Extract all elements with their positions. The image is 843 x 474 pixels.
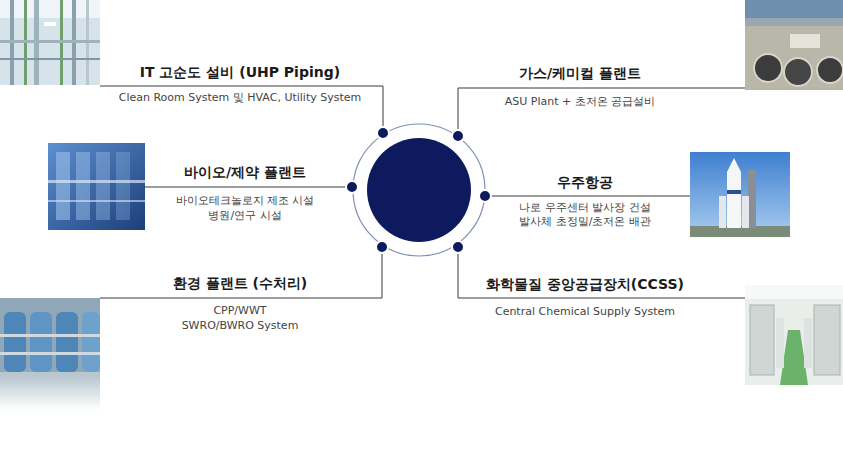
category-detail: ASU Plant + 초저온 공급설비 bbox=[505, 94, 655, 109]
cleanroom-photo bbox=[0, 0, 100, 85]
ccss-photo bbox=[745, 285, 843, 385]
hub-circle bbox=[353, 124, 485, 256]
category-title: 가스/케미컬 플랜트 bbox=[519, 65, 641, 83]
bio-lab-photo bbox=[48, 143, 145, 230]
category-detail: 병원/연구 시설 bbox=[208, 208, 281, 223]
category-detail: 바이오테크놀로지 제조 시설 bbox=[176, 193, 315, 208]
category-title: 우주항공 bbox=[557, 174, 613, 192]
leader-line bbox=[100, 86, 745, 298]
category-detail: 발사체 초정밀/초저온 배관 bbox=[519, 214, 651, 229]
category-detail: Central Chemical Supply System bbox=[495, 305, 675, 318]
category-detail: Clean Room System 및 HVAC, Utility System bbox=[119, 90, 362, 105]
category-title: 화학물질 중앙공급장치(CCSS) bbox=[486, 276, 684, 294]
category-detail: 나로 우주센터 발사장 건설 bbox=[519, 200, 651, 215]
category-title: IT 고순도 설비 (UHP Piping) bbox=[140, 64, 340, 82]
rocket-photo bbox=[690, 152, 790, 237]
category-title: 환경 플랜트 (수처리) bbox=[173, 275, 308, 293]
water-plant-photo bbox=[0, 298, 100, 410]
hub-dot bbox=[346, 127, 491, 253]
gas-plant-photo bbox=[745, 0, 843, 90]
category-title: 바이오/제약 플랜트 bbox=[184, 164, 306, 182]
category-detail: CPP/WWT bbox=[213, 304, 266, 317]
category-detail: SWRO/BWRO System bbox=[182, 319, 299, 332]
